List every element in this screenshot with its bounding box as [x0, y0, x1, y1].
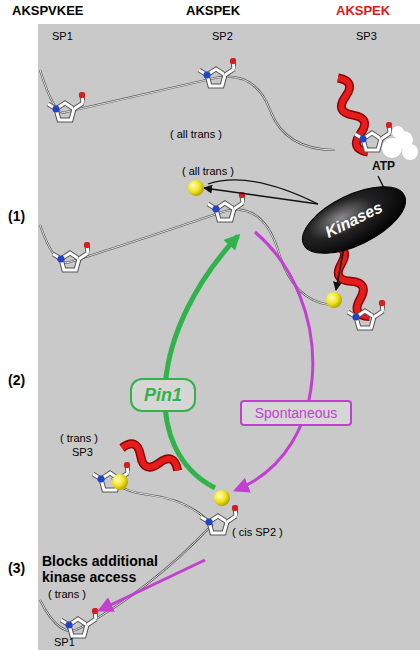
step-number: (1) — [8, 208, 25, 224]
site-label: SP3 — [356, 30, 377, 43]
proline-residue — [53, 242, 90, 270]
proline-residue — [61, 608, 98, 636]
alpha-helix — [325, 242, 377, 320]
process-box: Spontaneous — [240, 400, 352, 426]
molecule-label: ATP — [372, 160, 395, 174]
phosphate-ball — [112, 474, 128, 490]
atp-cloud — [402, 144, 418, 160]
step-number: (3) — [8, 560, 25, 576]
kinase-arrow — [208, 180, 318, 204]
backbone-line — [40, 210, 330, 305]
alpha-helix — [331, 75, 376, 155]
proline-residue — [48, 92, 85, 120]
isomer-state: ( cis SP2 ) — [232, 526, 283, 539]
pin1-arrow — [165, 236, 238, 488]
atp-cloud — [382, 126, 418, 160]
backbone-line — [40, 70, 335, 150]
node-label: Spontaneous — [255, 405, 338, 421]
isomer-state: ( all trans ) — [170, 128, 222, 141]
proline-residue — [93, 462, 130, 490]
peptide-sequence: AKSPEK — [186, 4, 240, 19]
peptide-sequence: AKSPEK — [336, 4, 390, 19]
alpha-helix — [331, 75, 376, 155]
isomer-state: ( trans ) — [48, 588, 86, 601]
proline-residue — [348, 300, 385, 328]
enzyme-box: Pin1 — [130, 378, 196, 412]
alpha-helix — [325, 242, 377, 320]
site-label: SP1 — [52, 30, 73, 43]
proline-residue — [208, 192, 245, 220]
spontaneous-arrow — [236, 232, 313, 490]
isomer-state: ( trans ) — [60, 432, 98, 445]
backbone-line — [40, 210, 330, 305]
isomer-state: ( all trans ) — [182, 165, 234, 178]
backbone-line — [40, 478, 212, 631]
phosphate-ball — [188, 180, 204, 196]
alpha-helix — [325, 242, 377, 320]
annotation-note: Blocks additional kinase access — [42, 553, 182, 585]
step-number: (2) — [8, 372, 25, 388]
panel-background — [38, 24, 420, 650]
phosphate-ball — [326, 292, 342, 308]
site-label: SP2 — [212, 30, 233, 43]
backbone-line — [40, 70, 335, 150]
phosphate-ball — [214, 490, 230, 506]
alpha-helix — [331, 75, 376, 155]
site-label: SP3 — [72, 446, 93, 459]
node-label: Pin1 — [144, 385, 182, 406]
backbone-line — [40, 478, 212, 631]
peptide-sequence: AKSPVKEE — [12, 4, 84, 19]
atp-cloud — [392, 126, 404, 138]
proline-residue — [199, 58, 236, 86]
ellipse-outline — [293, 173, 416, 267]
site-label: SP1 — [54, 636, 75, 649]
